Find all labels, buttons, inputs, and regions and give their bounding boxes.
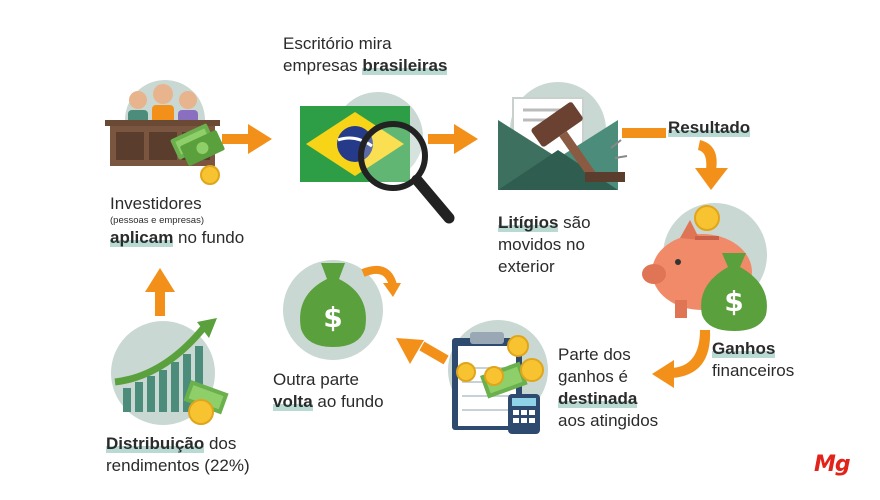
- gavel-icon: [498, 82, 628, 190]
- investidores-rest: no fundo: [173, 228, 245, 247]
- distribuicao-rest: dos: [204, 434, 237, 453]
- parte-line4: aos atingidos: [558, 411, 659, 430]
- parte-bold: destinada: [558, 389, 638, 408]
- ganhos-line2: financeiros: [712, 361, 795, 380]
- litigios-bold: Litígios: [498, 213, 559, 232]
- investidores-title: Investidores: [110, 194, 202, 213]
- brazil-flag-icon: [300, 92, 423, 182]
- investidores-sub: (pessoas e empresas): [110, 215, 204, 226]
- litigios-line3: exterior: [498, 257, 555, 276]
- distribuicao-line2: rendimentos: [106, 456, 200, 475]
- svg-text:$: $: [323, 301, 342, 334]
- ganhos-bold: Ganhos: [712, 339, 776, 358]
- outra-rest: ao fundo: [312, 392, 384, 411]
- svg-text:$: $: [724, 285, 743, 318]
- escritorio-line1: Escritório mira: [283, 34, 392, 53]
- litigios-rest1: são: [558, 213, 591, 232]
- magnifier-icon: [358, 121, 455, 224]
- escritorio-line2a: empresas: [283, 56, 363, 75]
- growth-chart-icon: [111, 318, 229, 425]
- investidores-verb: aplicam: [110, 228, 174, 247]
- parte-line2: ganhos é: [558, 367, 628, 386]
- outra-line1: Outra parte: [273, 370, 359, 389]
- mg-logo: Mg: [814, 452, 851, 477]
- litigios-line2: movidos no: [498, 235, 585, 254]
- distribuicao-bold: Distribuição: [106, 434, 205, 453]
- outra-bold: volta: [273, 392, 313, 411]
- money-bag-icon: $: [701, 253, 767, 331]
- resultado-label: Resultado: [668, 118, 751, 137]
- escritorio-line2b: brasileiras: [362, 56, 448, 75]
- recycle-money-bag-icon: $: [283, 260, 401, 360]
- investors-icon: [105, 80, 225, 185]
- parte-line1: Parte dos: [558, 345, 631, 364]
- distribuicao-pct: (22%): [199, 456, 250, 475]
- clipboard-calculator-icon: [448, 320, 548, 434]
